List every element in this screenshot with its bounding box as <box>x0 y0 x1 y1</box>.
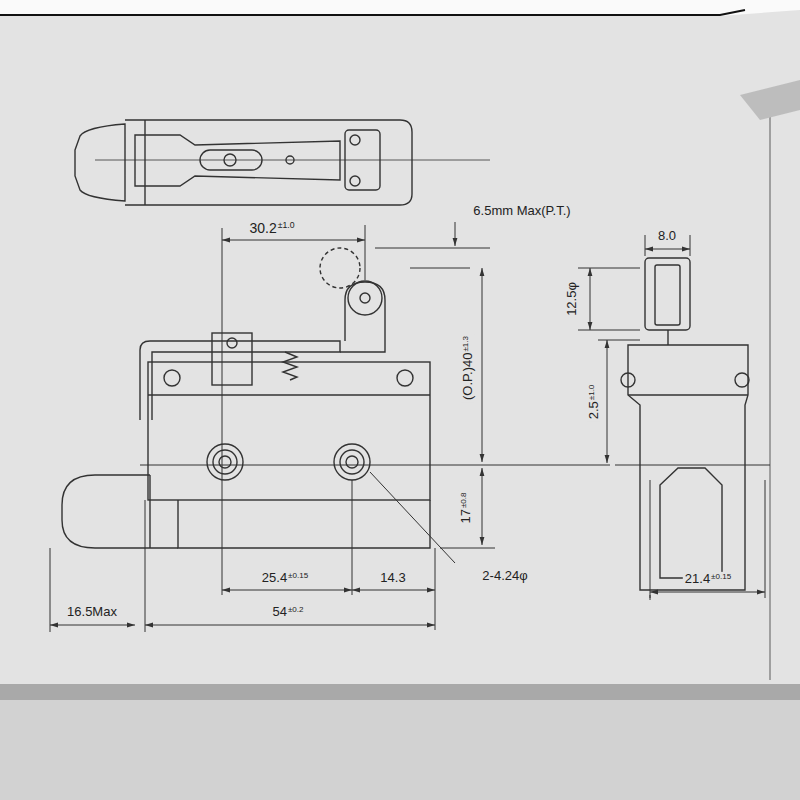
dimension-label: 21.4±0.15 <box>683 572 733 586</box>
tolerance-value: ±0.15 <box>711 571 731 580</box>
top-view <box>75 120 490 205</box>
tolerance-value: ±1.0 <box>586 385 595 401</box>
dimension-value: 8.0 <box>658 228 676 243</box>
dimension-value: 6.5mm Max(P.T.) <box>473 203 570 218</box>
dimension-value: (O.P.)40 <box>460 353 475 400</box>
dimension-label: 25.4±0.15 <box>260 571 310 585</box>
dimension-label: 12.5φ <box>565 280 579 318</box>
tolerance-value: ±0.15 <box>288 570 308 579</box>
dimension-value: 16.5Max <box>67 604 117 619</box>
dimension-label: 14.3 <box>378 571 407 585</box>
dimension-value: 14.3 <box>380 570 405 585</box>
dimension-label: 8.0 <box>656 229 678 243</box>
dimension-lines <box>50 222 770 632</box>
dimension-label: 17±0.8 <box>459 490 473 525</box>
dimension-value: 2.5 <box>586 401 601 419</box>
dimension-label: 16.5Max <box>65 605 119 619</box>
dimension-value: 12.5φ <box>564 282 579 316</box>
dimension-label: (O.P.)40±1.3 <box>461 334 475 402</box>
dimension-label: 6.5mm Max(P.T.) <box>471 204 572 218</box>
dimension-value: 2-4.24φ <box>482 568 527 583</box>
dimension-value: 17 <box>458 509 473 523</box>
front-view <box>62 248 430 548</box>
tolerance-value: ±1.3 <box>460 336 469 352</box>
dimension-label: 30.2±1.0 <box>247 221 296 236</box>
tolerance-value: ±0.2 <box>288 604 304 613</box>
dimension-label: 2.5±1.0 <box>587 383 601 422</box>
tolerance-value: ±1.0 <box>278 221 295 231</box>
dimension-value: 30.2 <box>249 220 276 236</box>
tolerance-value: ±0.8 <box>458 492 467 508</box>
dimension-value: 21.4 <box>685 571 710 586</box>
dimension-label: 54±0.2 <box>270 605 305 619</box>
side-view <box>621 258 749 590</box>
dimension-label: 2-4.24φ <box>480 569 529 583</box>
dimension-value: 25.4 <box>262 570 287 585</box>
dimension-value: 54 <box>272 604 286 619</box>
